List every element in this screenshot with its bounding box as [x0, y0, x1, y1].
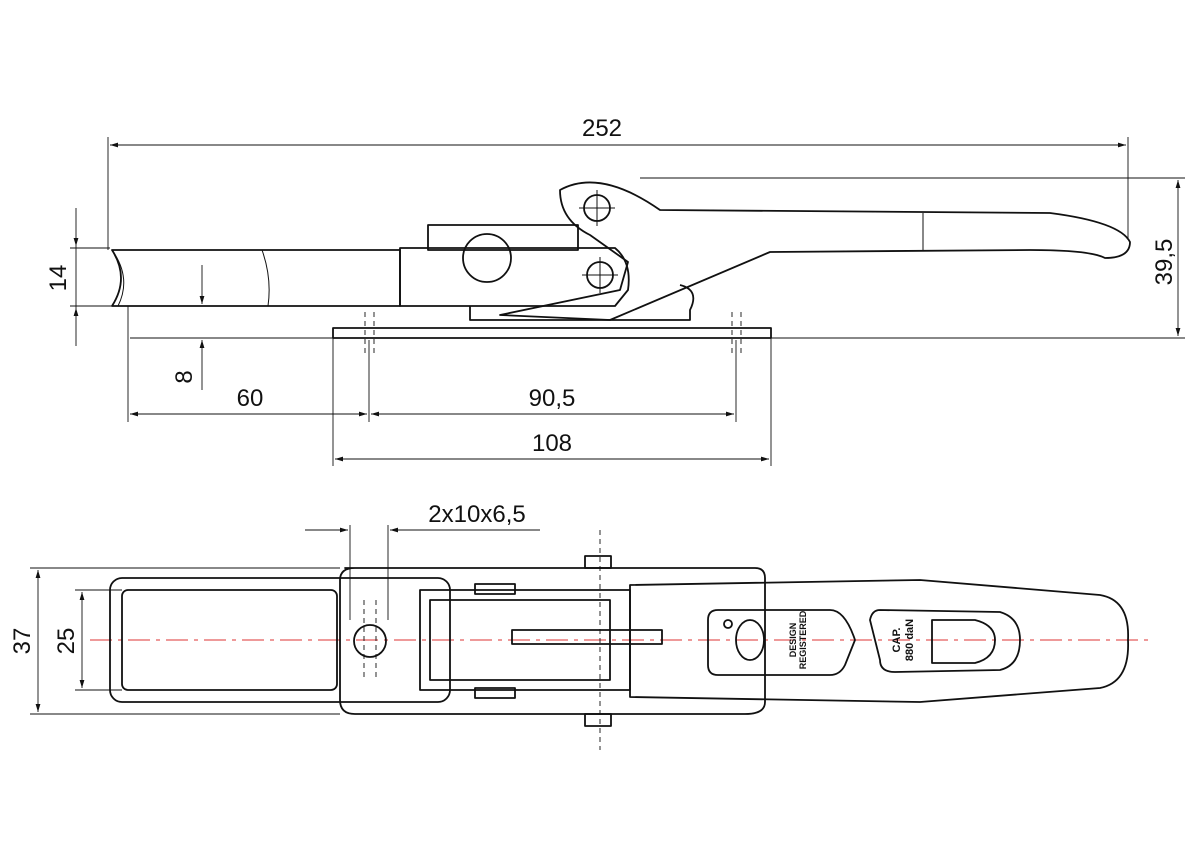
capacity-line2: 880 daN — [904, 619, 916, 661]
dim-inner-width: 25 — [53, 628, 80, 655]
hook-body — [399, 247, 630, 307]
lever — [499, 181, 1131, 321]
capacity-plate — [869, 609, 1021, 673]
finger-grip — [931, 619, 996, 664]
logo-icon — [735, 619, 765, 661]
lever-top — [629, 579, 1129, 703]
base-plate — [332, 327, 772, 339]
dim-hole-spacing: 90,5 — [529, 385, 576, 412]
dim-outer-width: 37 — [9, 628, 36, 655]
base-plate-top — [339, 567, 766, 715]
dim-to-hole: 60 — [237, 385, 264, 412]
design-registered-plate — [707, 609, 856, 676]
side-view: 252 14 39,5 — [45, 115, 1185, 466]
draw-bar — [111, 249, 401, 307]
logo-line1: DESIGN — [788, 623, 798, 658]
dim-slots: 2x10x6,5 — [428, 501, 525, 528]
capacity-line1: CAP. — [891, 628, 903, 653]
dim-base-length: 108 — [532, 430, 572, 457]
mounting-slot — [353, 624, 387, 658]
dim-offset: 8 — [171, 370, 198, 383]
logo-line2: REGISTERED — [798, 610, 808, 669]
dim-height: 39,5 — [1151, 239, 1178, 286]
registered-icon — [723, 619, 733, 629]
dim-overall-length: 252 — [582, 115, 622, 142]
dim-bar-thickness: 14 — [45, 265, 72, 292]
top-view: DESIGN REGISTERED CAP. 880 daN 2x10x6,5 … — [9, 501, 1150, 750]
